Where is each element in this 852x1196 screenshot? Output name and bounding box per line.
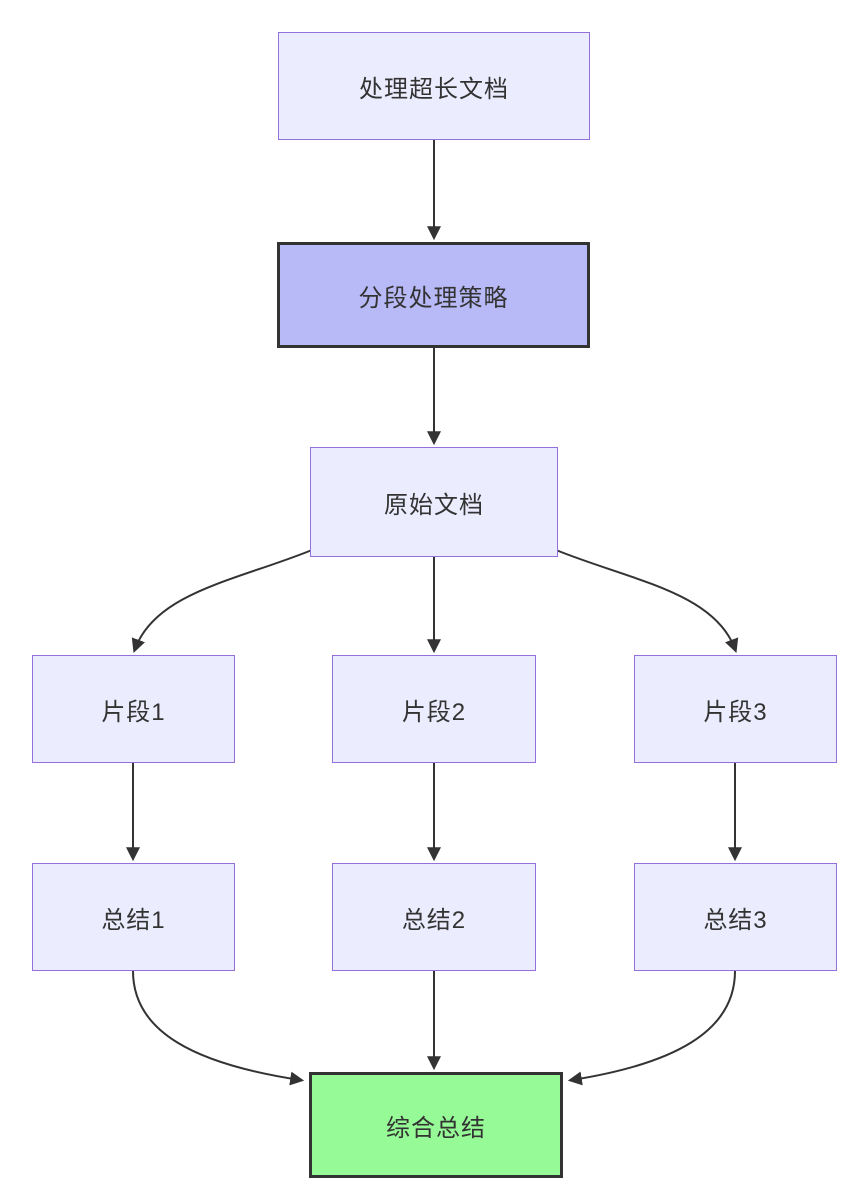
edge-e3-f (567, 970, 736, 1086)
node-combined-summary: 综合总结 (309, 1072, 563, 1178)
node-label: 片段2 (401, 698, 467, 726)
node-segmentation-strategy: 分段处理策略 (277, 242, 590, 348)
node-label: 片段1 (101, 698, 166, 726)
node-label: 片段3 (703, 698, 768, 726)
node-summary-2: 总结2 (332, 863, 536, 971)
node-label: 分段处理策略 (358, 284, 509, 312)
node-summary-3: 总结3 (634, 863, 837, 971)
edge-c-d1 (131, 549, 313, 653)
node-original-document: 原始文档 (310, 447, 558, 557)
node-summary-1: 总结1 (32, 863, 235, 971)
edge-e1-f (132, 970, 305, 1086)
node-label: 总结1 (101, 906, 166, 934)
node-label: 处理超长文档 (359, 75, 509, 103)
node-process-long-document: 处理超长文档 (278, 32, 590, 140)
node-fragment-1: 片段1 (32, 655, 235, 763)
node-fragment-3: 片段3 (634, 655, 837, 763)
node-label: 总结2 (401, 906, 467, 934)
edge-c-d3 (555, 549, 739, 653)
node-label: 综合总结 (386, 1114, 486, 1142)
node-fragment-2: 片段2 (332, 655, 536, 763)
node-label: 原始文档 (384, 491, 484, 519)
node-label: 总结3 (703, 906, 768, 934)
